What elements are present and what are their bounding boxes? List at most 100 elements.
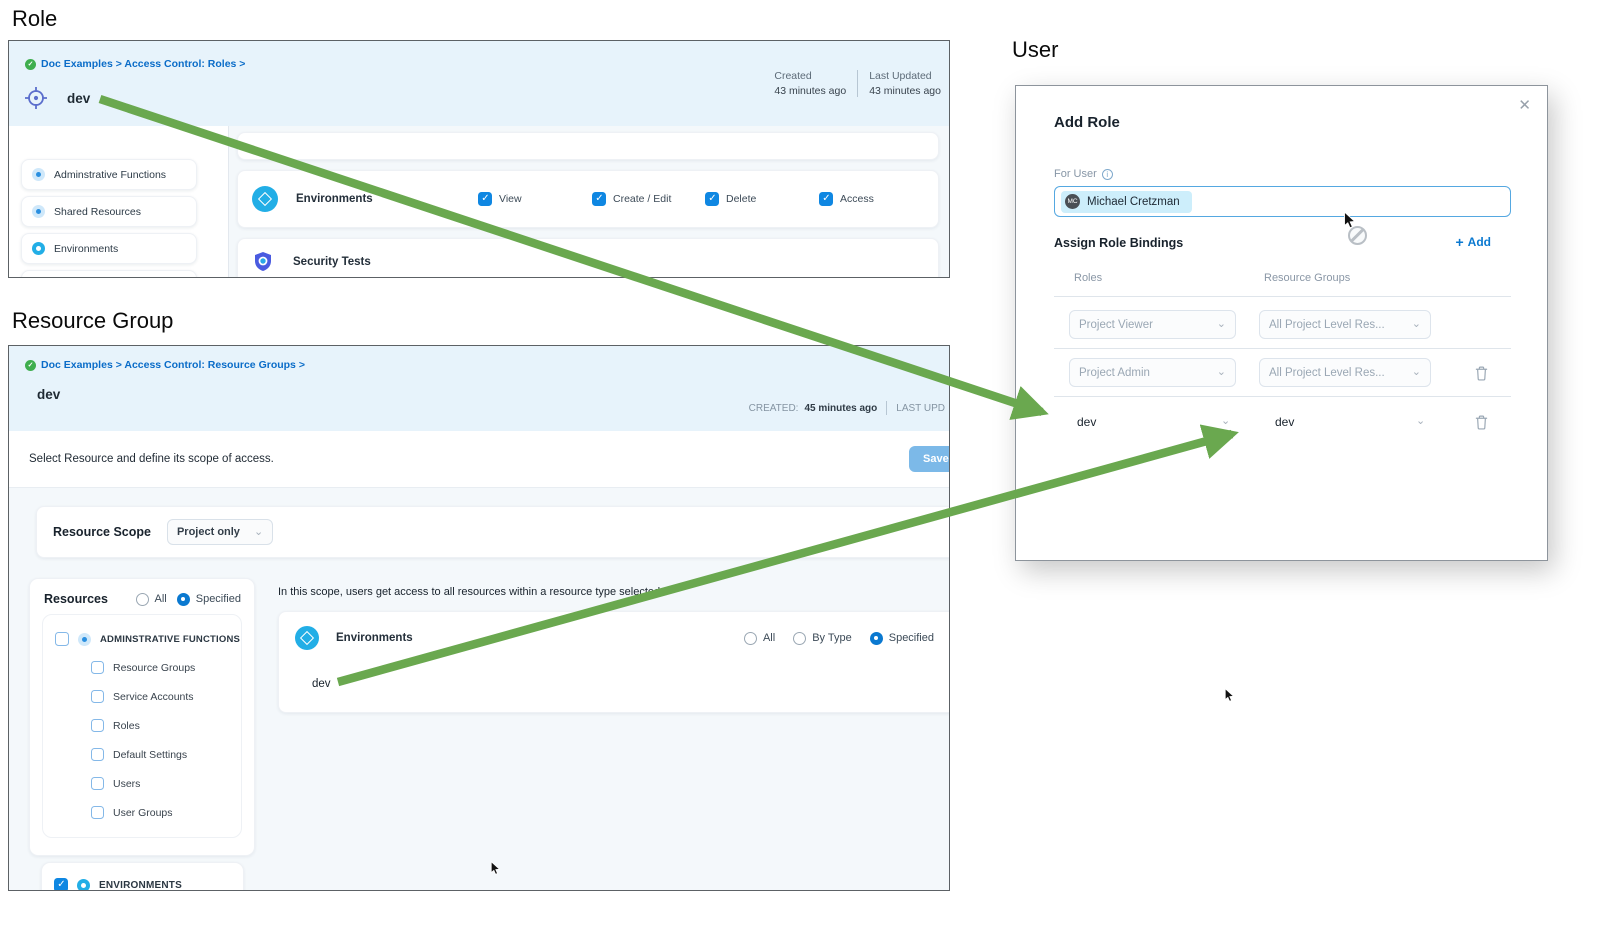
user-chip-name: Michael Cretzman: [1087, 195, 1180, 208]
role-select-row3[interactable]: dev: [1077, 415, 1097, 429]
tree-item-administrative-functions[interactable]: ADMINSTRATIVE FUNCTIONS: [43, 625, 241, 653]
close-icon[interactable]: ✕: [1518, 97, 1531, 114]
scope-note: In this scope, users get access to all r…: [278, 586, 661, 598]
chevron-down-icon: ⌄: [253, 525, 264, 538]
assign-role-bindings-label: Assign Role Bindings: [1054, 236, 1184, 250]
created-label: Created: [774, 70, 812, 82]
tree-item-default-settings[interactable]: Default Settings: [43, 740, 241, 769]
role-panel-body: Adminstrative Functions Shared Resources…: [9, 126, 949, 277]
tree-item-users[interactable]: Users: [43, 769, 241, 798]
add-binding-label: Add: [1467, 235, 1491, 249]
resource-scope-select[interactable]: Project only ⌄: [166, 519, 274, 545]
checkbox-unchecked-icon[interactable]: [91, 777, 104, 790]
meta-divider: [857, 70, 859, 97]
resource-group-page-title: dev: [37, 387, 61, 402]
updated-label: Last Updated: [869, 70, 932, 82]
trash-icon[interactable]: [1474, 414, 1489, 430]
radio-specified-label: Specified: [888, 632, 934, 644]
add-role-modal: ✕ Add Role For User MC Michael Cretzman …: [1015, 85, 1548, 561]
tree-child-label: Default Settings: [113, 748, 188, 761]
resource-group-select-row2[interactable]: All Project Level Res... ⌄: [1259, 358, 1431, 387]
resource-group-meta: CREATED: 45 minutes ago LAST UPD: [749, 401, 945, 415]
tree-parent-label: ENVIRONMENTS: [99, 879, 182, 891]
chevron-down-icon[interactable]: ⌄: [1416, 415, 1426, 427]
resource-scope-value: Project only: [176, 526, 240, 538]
resource-group-select-row3[interactable]: dev: [1275, 415, 1295, 429]
role-permissions-area: Environments View Create / Edit Delete: [229, 126, 949, 277]
resource-category-icon: [32, 168, 45, 181]
trash-icon[interactable]: [1474, 365, 1489, 381]
permission-delete[interactable]: Delete: [705, 192, 756, 206]
sidebar-item-environments[interactable]: Environments: [21, 233, 197, 264]
breadcrumb[interactable]: Doc Examples > Access Control: Roles >: [25, 58, 245, 70]
sidebar-item-label: Adminstrative Functions: [54, 168, 167, 181]
checkbox-label: Create / Edit: [613, 193, 672, 205]
sidebar-item-shared-resources[interactable]: Shared Resources: [21, 196, 197, 227]
role-select-value: Project Viewer: [1079, 318, 1153, 331]
add-binding-button[interactable]: Add: [1455, 234, 1491, 250]
checkbox-checked-icon[interactable]: [592, 192, 606, 206]
environments-icon: [295, 626, 319, 650]
info-icon[interactable]: [1101, 168, 1113, 180]
radio-specified[interactable]: [869, 631, 883, 645]
role-bindings-table: Roles Resource Groups Project Viewer ⌄ A…: [1054, 266, 1511, 536]
updated-label: LAST UPD: [896, 402, 945, 414]
permission-access[interactable]: Access: [819, 192, 874, 206]
checkbox-checked-icon[interactable]: [705, 192, 719, 206]
role-section-heading: Role: [12, 6, 58, 31]
permission-view[interactable]: View: [478, 192, 522, 206]
checkbox-checked-icon[interactable]: [478, 192, 492, 206]
chevron-down-icon[interactable]: ⌄: [1221, 415, 1231, 427]
user-chip[interactable]: MC Michael Cretzman: [1061, 190, 1192, 213]
avatar: MC: [1065, 194, 1080, 209]
role-select-row2[interactable]: Project Admin ⌄: [1069, 358, 1236, 387]
tree-item-roles[interactable]: Roles: [43, 711, 241, 740]
mouse-cursor: [1224, 687, 1236, 708]
chevron-down-icon: ⌄: [1216, 318, 1226, 330]
breadcrumb-text[interactable]: Doc Examples > Access Control: Roles >: [41, 58, 246, 70]
permission-resource-label: Environments: [296, 193, 373, 205]
chevron-down-icon: ⌄: [1411, 366, 1421, 378]
checkbox-unchecked-icon[interactable]: [55, 632, 69, 646]
resource-scope-label: Resource Scope: [53, 525, 151, 539]
tree-item-resource-groups[interactable]: Resource Groups: [43, 653, 241, 682]
checkbox-checked-icon[interactable]: [819, 192, 833, 206]
resources-label: Resources: [44, 592, 108, 606]
resource-group-select-value: All Project Level Res...: [1269, 366, 1385, 379]
radio-by-type[interactable]: [793, 631, 807, 645]
checkbox-unchecked-icon[interactable]: [91, 690, 104, 703]
checkbox-unchecked-icon[interactable]: [91, 719, 104, 732]
checkbox-unchecked-icon[interactable]: [91, 661, 104, 674]
table-divider: [1054, 348, 1511, 349]
permission-row-environments: Environments View Create / Edit Delete: [237, 170, 939, 228]
tree-item-environments-group[interactable]: ENVIRONMENTS: [41, 862, 244, 891]
role-select-row1[interactable]: Project Viewer ⌄: [1069, 310, 1236, 339]
role-target-icon: [25, 87, 47, 109]
tree-item-service-accounts[interactable]: Service Accounts: [43, 682, 241, 711]
table-divider: [1054, 296, 1511, 297]
user-select-input[interactable]: MC Michael Cretzman: [1054, 186, 1511, 217]
save-button[interactable]: Save: [909, 446, 949, 472]
tree-item-user-groups[interactable]: User Groups: [43, 798, 241, 827]
checkbox-checked-icon[interactable]: [54, 878, 68, 890]
modal-title: Add Role: [1054, 114, 1120, 131]
radio-all[interactable]: [743, 631, 757, 645]
radio-by-type-label: By Type: [812, 632, 852, 644]
radio-specified[interactable]: [176, 592, 190, 606]
breadcrumb[interactable]: Doc Examples > Access Control: Resource …: [25, 359, 305, 371]
resource-group-panel-header: Doc Examples > Access Control: Resource …: [9, 346, 949, 431]
instruction-bar: Select Resource and define its scope of …: [9, 431, 949, 488]
sidebar-item-partial[interactable]: [21, 270, 197, 277]
resources-card: Resources All Specified ADMINSTRATIVE FU…: [29, 578, 255, 856]
permission-create-edit[interactable]: Create / Edit: [592, 192, 671, 206]
role-select-value: Project Admin: [1079, 366, 1150, 379]
breadcrumb-text[interactable]: Doc Examples > Access Control: Resource …: [41, 359, 305, 371]
checkbox-unchecked-icon[interactable]: [91, 748, 104, 761]
scope-item-dev[interactable]: dev: [312, 678, 331, 690]
radio-all[interactable]: [135, 592, 149, 606]
security-shield-icon: [255, 252, 271, 271]
sidebar-item-administrative-functions[interactable]: Adminstrative Functions: [21, 159, 197, 190]
checkbox-unchecked-icon[interactable]: [91, 806, 104, 819]
resource-group-select-row1[interactable]: All Project Level Res... ⌄: [1259, 310, 1431, 339]
resource-group-panel: Doc Examples > Access Control: Resource …: [8, 345, 950, 891]
